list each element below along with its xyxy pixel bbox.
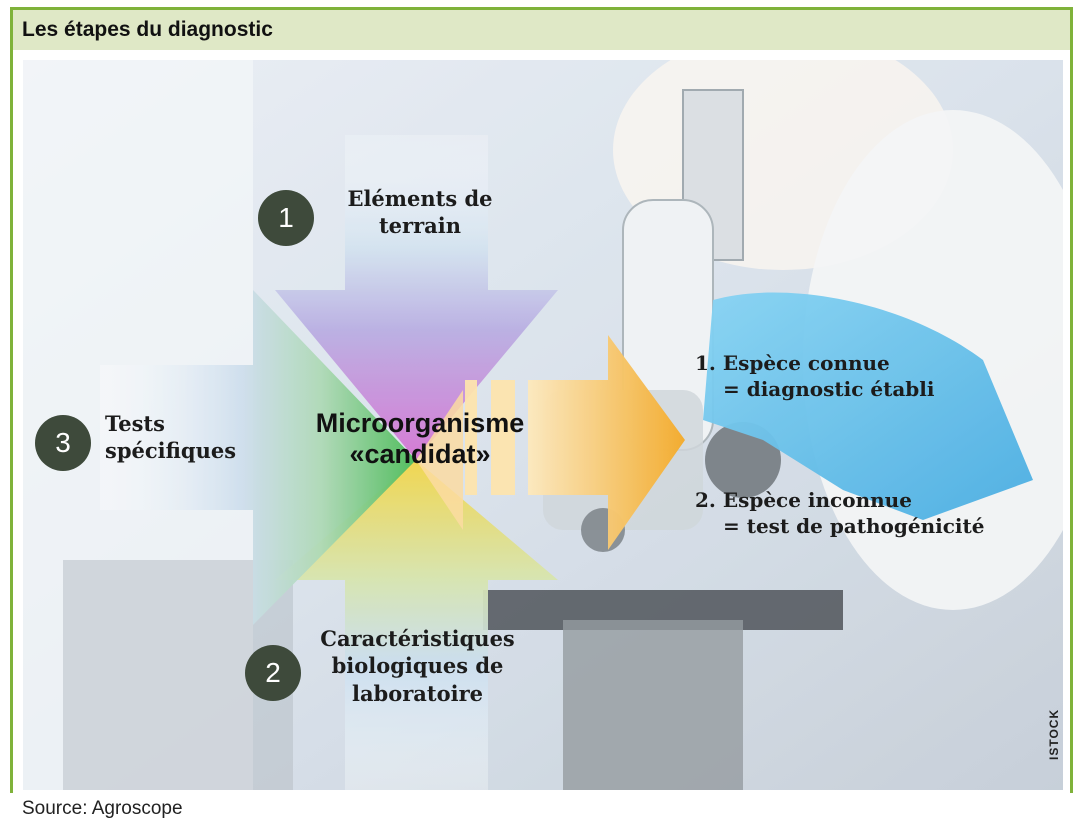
step2-number: 2 xyxy=(265,657,281,689)
step1-line2: terrain xyxy=(330,212,510,239)
step3-line2: spécifiques xyxy=(105,437,255,464)
step2-line2: biologiques de xyxy=(305,652,530,679)
step3-number: 3 xyxy=(55,427,71,459)
result2-label: 2. Espèce inconnue = test de pathogénici… xyxy=(695,487,1015,539)
result1-label: 1. Espèce connue = diagnostic établi xyxy=(695,350,975,402)
photo-credit: ISTOCK xyxy=(1047,709,1061,760)
center-label: Microorganisme «candidat» xyxy=(285,408,555,470)
center-line2: «candidat» xyxy=(285,439,555,470)
step2-badge: 2 xyxy=(245,645,301,701)
title-bar: Les étapes du diagnostic xyxy=(13,10,1070,50)
step3-label: Tests spécifiques xyxy=(105,410,255,465)
step1-line1: Eléments de xyxy=(330,185,510,212)
result1-line1: 1. Espèce connue xyxy=(695,350,975,376)
center-line1: Microorganisme xyxy=(285,408,555,439)
source-caption: Source: Agroscope xyxy=(22,798,183,820)
step3-line1: Tests xyxy=(105,410,255,437)
step1-number: 1 xyxy=(278,202,294,234)
result2-line2: = test de pathogénicité xyxy=(695,513,1015,539)
step2-line1: Caractéristiques xyxy=(305,625,530,652)
step2-label: Caractéristiques biologiques de laborato… xyxy=(305,625,530,707)
step3-badge: 3 xyxy=(35,415,91,471)
step1-label: Eléments de terrain xyxy=(330,185,510,240)
figure-title: Les étapes du diagnostic xyxy=(22,18,273,42)
result1-line2: = diagnostic établi xyxy=(695,376,975,402)
result2-line1: 2. Espèce inconnue xyxy=(695,487,1015,513)
step1-badge: 1 xyxy=(258,190,314,246)
step2-line3: laboratoire xyxy=(305,680,530,707)
